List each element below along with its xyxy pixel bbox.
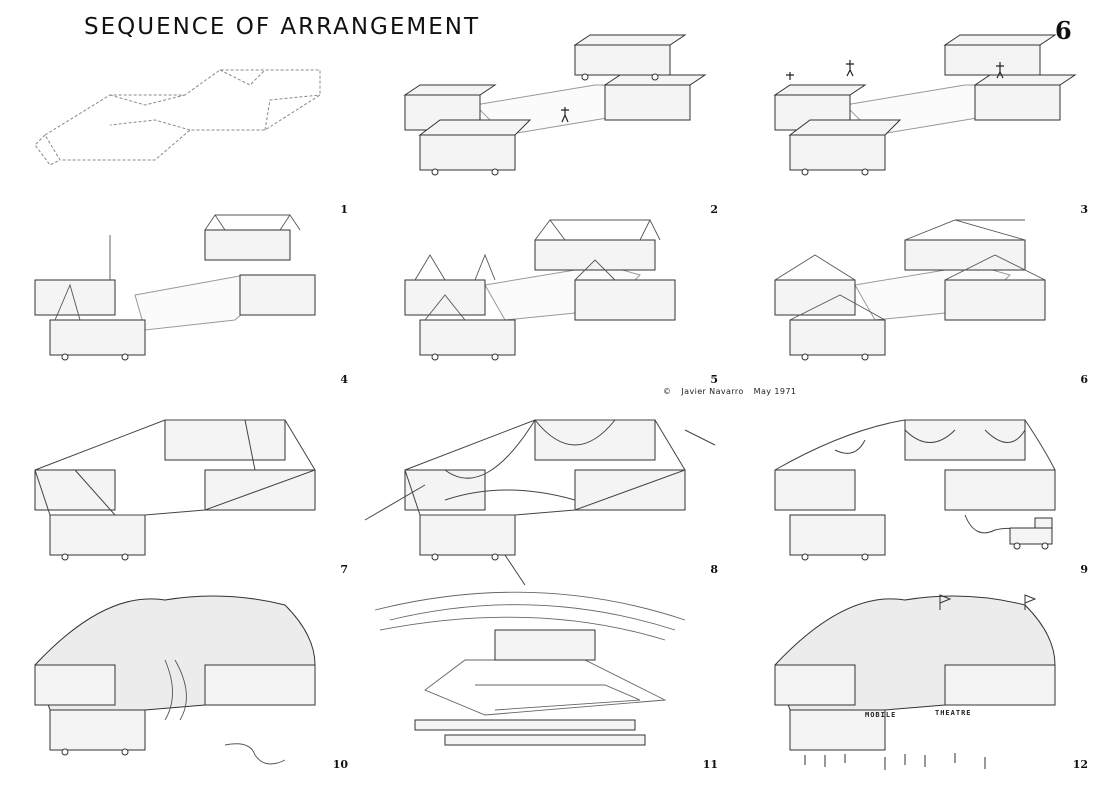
step-panel-8: 8 [364, 400, 730, 590]
step-number: 8 [710, 563, 718, 576]
step-panel-12: MOBILE THEATRE 12 [755, 594, 1100, 785]
author-credit: © Javier Navarro May 1971 [663, 387, 806, 396]
step-number: 7 [340, 563, 348, 576]
step-panel-10: 10 [15, 595, 360, 785]
step-number: 12 [1072, 758, 1088, 771]
enclosure-completed-sketch [34, 595, 316, 765]
diagram-title: SEQUENCE OF ARRANGEMENT [84, 14, 481, 40]
step-panel-3: 3 [755, 34, 1100, 230]
perimeter-cables-sketch [34, 419, 316, 561]
step-panel-11: 11 [374, 591, 730, 785]
step-number: 10 [332, 758, 348, 771]
page-number: 6 [1055, 16, 1072, 45]
roof-frames-completed-sketch [774, 219, 1046, 361]
step-panel-4: 4 [15, 210, 360, 400]
copyright-symbol: © [663, 387, 672, 396]
membrane-hoisting-sketch [364, 419, 716, 586]
step-number: 4 [340, 373, 348, 386]
masts-raised-partial-sketch [34, 214, 316, 361]
step-panel-9: 9 [755, 400, 1100, 590]
trailers-arrive-sketch [403, 34, 707, 176]
theatre-sign-right: THEATRE [935, 709, 972, 717]
interior-stage-sketch [374, 591, 686, 746]
step-panel-5: 5 [385, 210, 730, 400]
masts-raised-all-sketch [404, 218, 676, 361]
step-number: 1 [340, 203, 348, 216]
step-panel-6: 6 [755, 210, 1100, 400]
step-number: 3 [1080, 203, 1088, 216]
public-arrival-sketch: MOBILE THEATRE [774, 594, 1056, 770]
step-number: 6 [1080, 373, 1088, 386]
step-panel-7: 7 [15, 400, 360, 590]
workers-on-roofs-sketch [773, 34, 1077, 176]
credit-date: May 1971 [753, 387, 797, 396]
step-panel-2: 2 [385, 34, 730, 230]
step-number: 9 [1080, 563, 1088, 576]
step-number: 2 [710, 203, 718, 216]
step-number: 11 [702, 758, 718, 771]
step-number: 5 [710, 373, 718, 386]
step-panel-1: 1 [15, 40, 360, 230]
credit-author: Javier Navarro [681, 387, 744, 396]
theatre-sign-left: MOBILE [865, 711, 896, 719]
membrane-inflation-sketch [774, 419, 1056, 561]
site-outline-sketch [34, 69, 321, 166]
